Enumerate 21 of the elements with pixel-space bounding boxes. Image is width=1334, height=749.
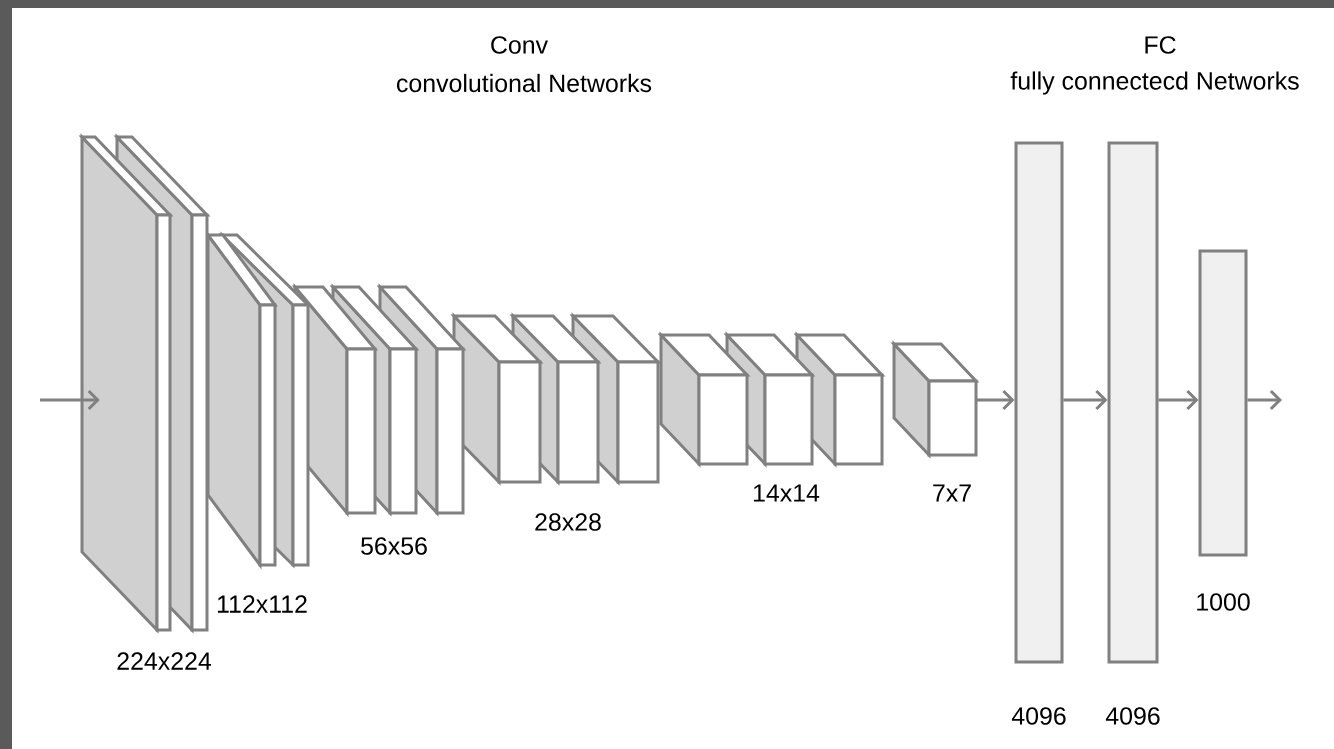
arrow [976, 389, 1015, 411]
size-label: 4096 [1011, 707, 1066, 725]
layer-bar [1014, 141, 1064, 664]
heading: fully connectecd Networks [1010, 71, 1299, 95]
heading: FC [1145, 36, 1176, 54]
heading: convolutional Networks [397, 73, 652, 93]
arrow [1247, 389, 1283, 411]
arrow [1063, 389, 1108, 411]
size-label: 28x28 [535, 513, 601, 531]
size-label: 56x56 [361, 537, 427, 555]
heading: Conv [491, 36, 548, 54]
layer-bar [1107, 141, 1159, 664]
size-label: 224x224 [117, 652, 212, 670]
layer-bar [1198, 249, 1248, 557]
size-label: 1000 [1197, 593, 1250, 611]
size-label: 7x7 [933, 484, 971, 502]
size-label: 112x112 [217, 595, 307, 613]
size-label: 14x14 [753, 484, 820, 502]
arrow [1158, 389, 1199, 411]
size-label: 4096 [1105, 707, 1160, 725]
arrow [40, 389, 100, 411]
